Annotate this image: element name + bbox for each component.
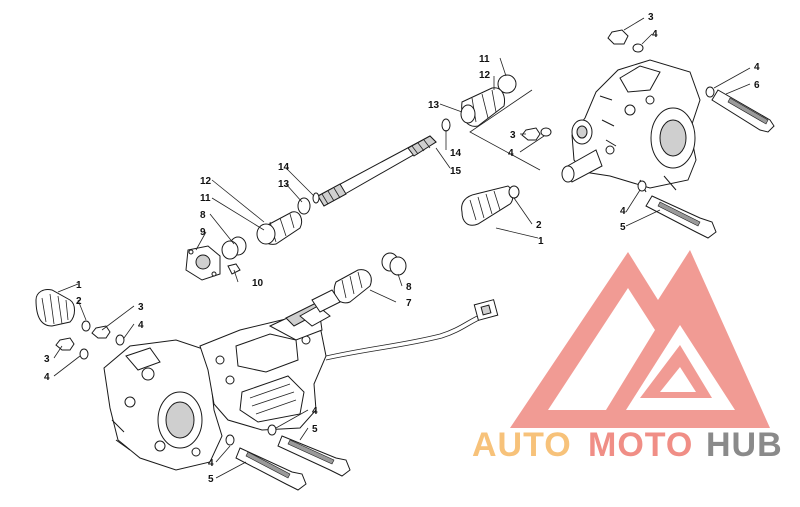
ring-8-d (389, 256, 407, 276)
callout-4: 4 (44, 372, 50, 383)
nut-3-top (607, 29, 629, 45)
snap-ring-14-upper (441, 118, 451, 132)
transmission-body (199, 301, 327, 431)
clamp-2-upper (508, 185, 520, 199)
wordmark-moto: MOTO (588, 426, 693, 464)
callout-4: 4 (620, 206, 626, 217)
callout-5: 5 (620, 222, 626, 233)
callout-2: 2 (76, 296, 82, 307)
callout-3: 3 (138, 302, 144, 313)
callout-8: 8 (406, 282, 412, 293)
callout-14: 14 (450, 148, 462, 159)
logo-inner-cutout (548, 288, 655, 410)
callout-4: 4 (508, 148, 514, 159)
leader-lines (53, 17, 751, 479)
logo-inner-hole (660, 367, 696, 392)
lower-boot-assembly (35, 289, 91, 332)
nut-3-center (91, 325, 111, 339)
snap-ring-14-mid (312, 192, 320, 204)
callout-3: 3 (510, 130, 516, 141)
upper-boot-assembly (461, 185, 520, 226)
callout-labels: 3 4 4 6 11 12 13 3 4 14 15 2 1 4 5 14 13… (44, 12, 760, 485)
callout-15: 15 (450, 166, 462, 177)
upper-middle-seal-group (441, 74, 517, 132)
lower-bolts (225, 424, 351, 491)
clamp-11-upper (497, 74, 517, 94)
callout-3: 3 (648, 12, 654, 23)
callout-8: 8 (200, 210, 206, 221)
callout-4: 4 (208, 458, 214, 469)
callout-3: 3 (44, 354, 50, 365)
callout-4: 4 (312, 406, 318, 417)
ring-8-b (221, 240, 239, 260)
callout-11: 11 (479, 54, 490, 65)
callout-2: 2 (536, 220, 542, 231)
washer-4-right (705, 86, 715, 98)
callout-13: 13 (278, 179, 290, 190)
nut-3-mid (521, 127, 541, 141)
lower-left-hardware (55, 325, 125, 360)
callout-12: 12 (479, 70, 491, 81)
washer-4-bolt-b (225, 434, 235, 446)
clamp-13-upper (460, 104, 476, 124)
washer-4-lower (637, 180, 647, 192)
nut-3-left (55, 337, 75, 351)
wordmark-hub: HUB (706, 426, 783, 464)
upper-gearcase-housing (561, 59, 701, 193)
callout-6: 6 (754, 80, 760, 91)
bolt-10 (227, 263, 241, 275)
wiring-harness (325, 299, 499, 361)
boot-1-upper (461, 185, 514, 226)
washer-4-top (632, 43, 644, 53)
callout-14: 14 (278, 162, 290, 173)
callout-4: 4 (652, 29, 658, 40)
clamp-11-mid (256, 223, 276, 245)
clamp-2-lower (81, 320, 91, 332)
callout-1: 1 (538, 236, 544, 247)
callout-10: 10 (252, 278, 264, 289)
callout-1: 1 (76, 280, 82, 291)
callout-9: 9 (200, 227, 206, 238)
callout-4: 4 (138, 320, 144, 331)
boot-7 (333, 269, 372, 304)
callout-5: 5 (312, 424, 318, 435)
washer-4-bolt-a (267, 424, 277, 436)
output-shaft (299, 289, 341, 327)
lower-boot-7-group (333, 252, 407, 304)
cover-plate-9 (185, 245, 241, 281)
middle-seal-group (221, 192, 320, 260)
callout-12: 12 (200, 176, 212, 187)
lower-gearcase-housing (103, 339, 223, 471)
automotohub-wordmark: AUTO MOTO HUB (472, 426, 783, 464)
wordmark-auto: AUTO (472, 426, 572, 464)
washer-4-left (79, 348, 89, 360)
callout-5: 5 (208, 474, 214, 485)
washer-4-center (115, 334, 125, 346)
callout-7: 7 (406, 298, 412, 309)
boot-1-lower (35, 289, 75, 327)
washer-4-mid (540, 127, 552, 137)
logo-inner-triangle (640, 345, 712, 398)
callout-13: 13 (428, 100, 440, 111)
callout-11: 11 (200, 193, 211, 204)
automotohub-logo (510, 250, 770, 428)
upper-right-hardware (521, 29, 775, 239)
drive-shaft-15 (317, 135, 437, 207)
clamp-13-mid (297, 197, 311, 215)
callout-4: 4 (754, 62, 760, 73)
